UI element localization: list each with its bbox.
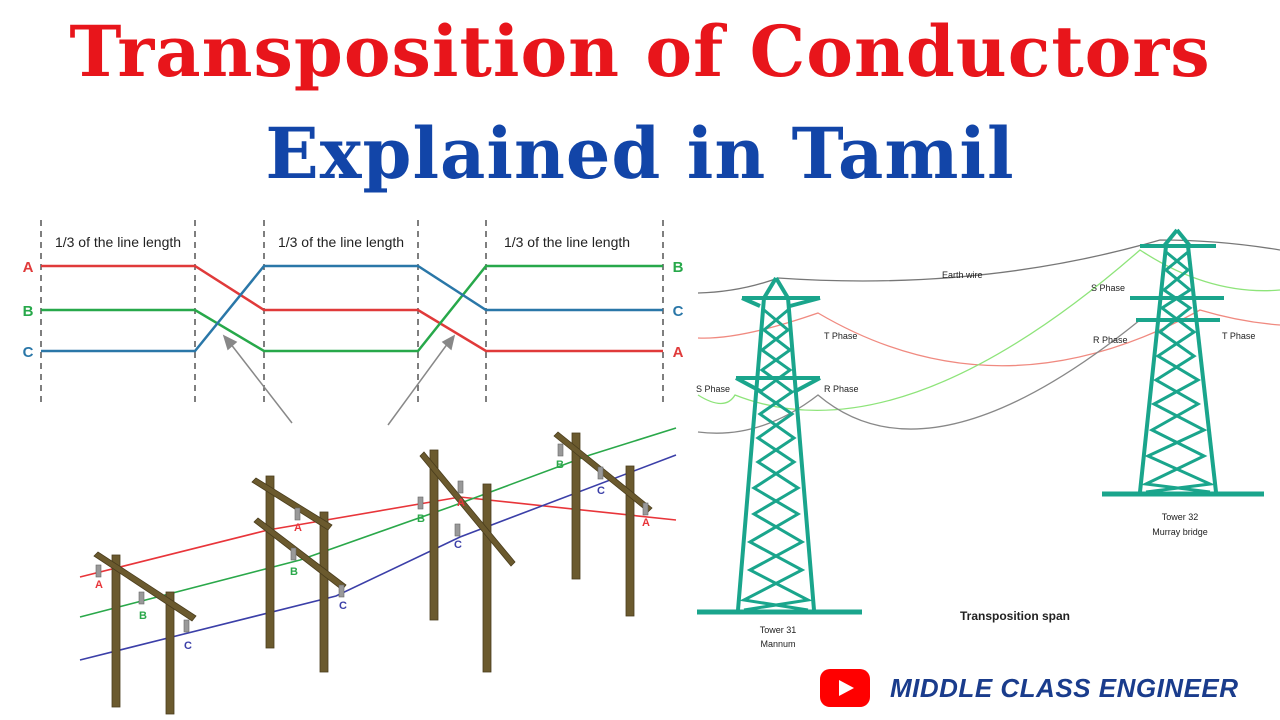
insulator — [294, 507, 301, 521]
crossarm — [93, 551, 197, 622]
left-phase-a: A — [23, 259, 34, 276]
wire-a — [79, 496, 677, 578]
tower-31-place: Mannum — [760, 639, 795, 649]
insulator — [454, 523, 461, 537]
pole-label-a: A — [457, 497, 465, 509]
tower-31-name: Tower 31 — [760, 625, 797, 635]
pole-label-c: C — [339, 600, 347, 612]
pole — [265, 475, 275, 649]
insulator — [95, 564, 102, 578]
conductor-c — [41, 264, 663, 353]
pole — [165, 591, 175, 715]
insulator — [338, 584, 345, 598]
tower-diagram: Earth wire T Phase S Phase R Phase S Pha… — [696, 228, 1280, 649]
right-phase-b: B — [673, 259, 684, 276]
pole-label-a: A — [642, 517, 650, 529]
right-phase-a: A — [673, 344, 684, 361]
conductor-b — [41, 264, 663, 353]
segment-label-3: 1/3 of the line length — [504, 234, 630, 250]
pointer-arrow-2 — [387, 342, 449, 426]
pole-label-b: B — [417, 513, 425, 525]
segment-label-2: 1/3 of the line length — [278, 234, 404, 250]
crossarm — [253, 517, 347, 591]
transposition-span-label: Transposition span — [960, 609, 1070, 623]
insulator — [457, 480, 464, 494]
youtube-play-icon — [820, 669, 870, 707]
insulator — [183, 619, 190, 633]
t-phase-right-label: T Phase — [1222, 331, 1255, 341]
pole-label-b: B — [290, 566, 298, 578]
wire-c — [79, 454, 677, 661]
insulator — [138, 591, 145, 605]
conductor-a — [41, 264, 663, 353]
channel-brand: MIDDLE CLASS ENGINEER — [820, 668, 1239, 708]
channel-name: MIDDLE CLASS ENGINEER — [890, 672, 1239, 703]
left-phase-b: B — [23, 303, 34, 320]
insulator — [642, 502, 649, 516]
s-phase-left-label: S Phase — [696, 384, 730, 394]
crossarm — [419, 451, 516, 567]
pole — [111, 554, 121, 708]
insulator — [417, 496, 424, 510]
pole — [625, 465, 635, 617]
earth-wire-label: Earth wire — [942, 270, 983, 280]
pole — [319, 511, 329, 673]
insulator — [597, 466, 604, 480]
right-phase-c: C — [673, 303, 684, 320]
pole-label-b: B — [139, 610, 147, 622]
r-phase-line — [697, 319, 1141, 434]
transposition-schematic: 1/3 of the line length 1/3 of the line l… — [23, 220, 684, 426]
tower-32-place: Murray bridge — [1152, 527, 1208, 537]
title-line-1: Transposition of Conductors — [69, 10, 1211, 93]
title-line-2: Explained in Tamil — [265, 112, 1015, 195]
insulator — [290, 547, 297, 561]
wire-b — [79, 427, 677, 618]
pole-label-c: C — [454, 539, 462, 551]
pole-label-c: C — [597, 485, 605, 497]
s-phase-line — [697, 249, 1280, 411]
pole-label-a: A — [294, 522, 302, 534]
pole — [429, 449, 439, 621]
pointer-arrow-1 — [229, 342, 293, 424]
left-phase-c: C — [23, 344, 34, 361]
r-phase-right-label: R Phase — [1093, 335, 1128, 345]
pole — [571, 432, 581, 580]
pole-illustration: A B C A B C B A C B C A — [79, 427, 677, 715]
pole-label-c: C — [184, 640, 192, 652]
segment-label-1: 1/3 of the line length — [55, 234, 181, 250]
s-phase-right-label: S Phase — [1091, 283, 1125, 293]
r-phase-left-label: R Phase — [824, 384, 859, 394]
pole — [482, 483, 492, 673]
insulator — [557, 443, 564, 457]
t-phase-left-label: T Phase — [824, 331, 857, 341]
pole-label-a: A — [95, 579, 103, 591]
tower-31 — [697, 276, 862, 615]
earth-wire-line — [697, 239, 1280, 294]
tower-32-name: Tower 32 — [1162, 512, 1199, 522]
pole-label-b: B — [556, 459, 564, 471]
crossarm — [251, 477, 333, 531]
